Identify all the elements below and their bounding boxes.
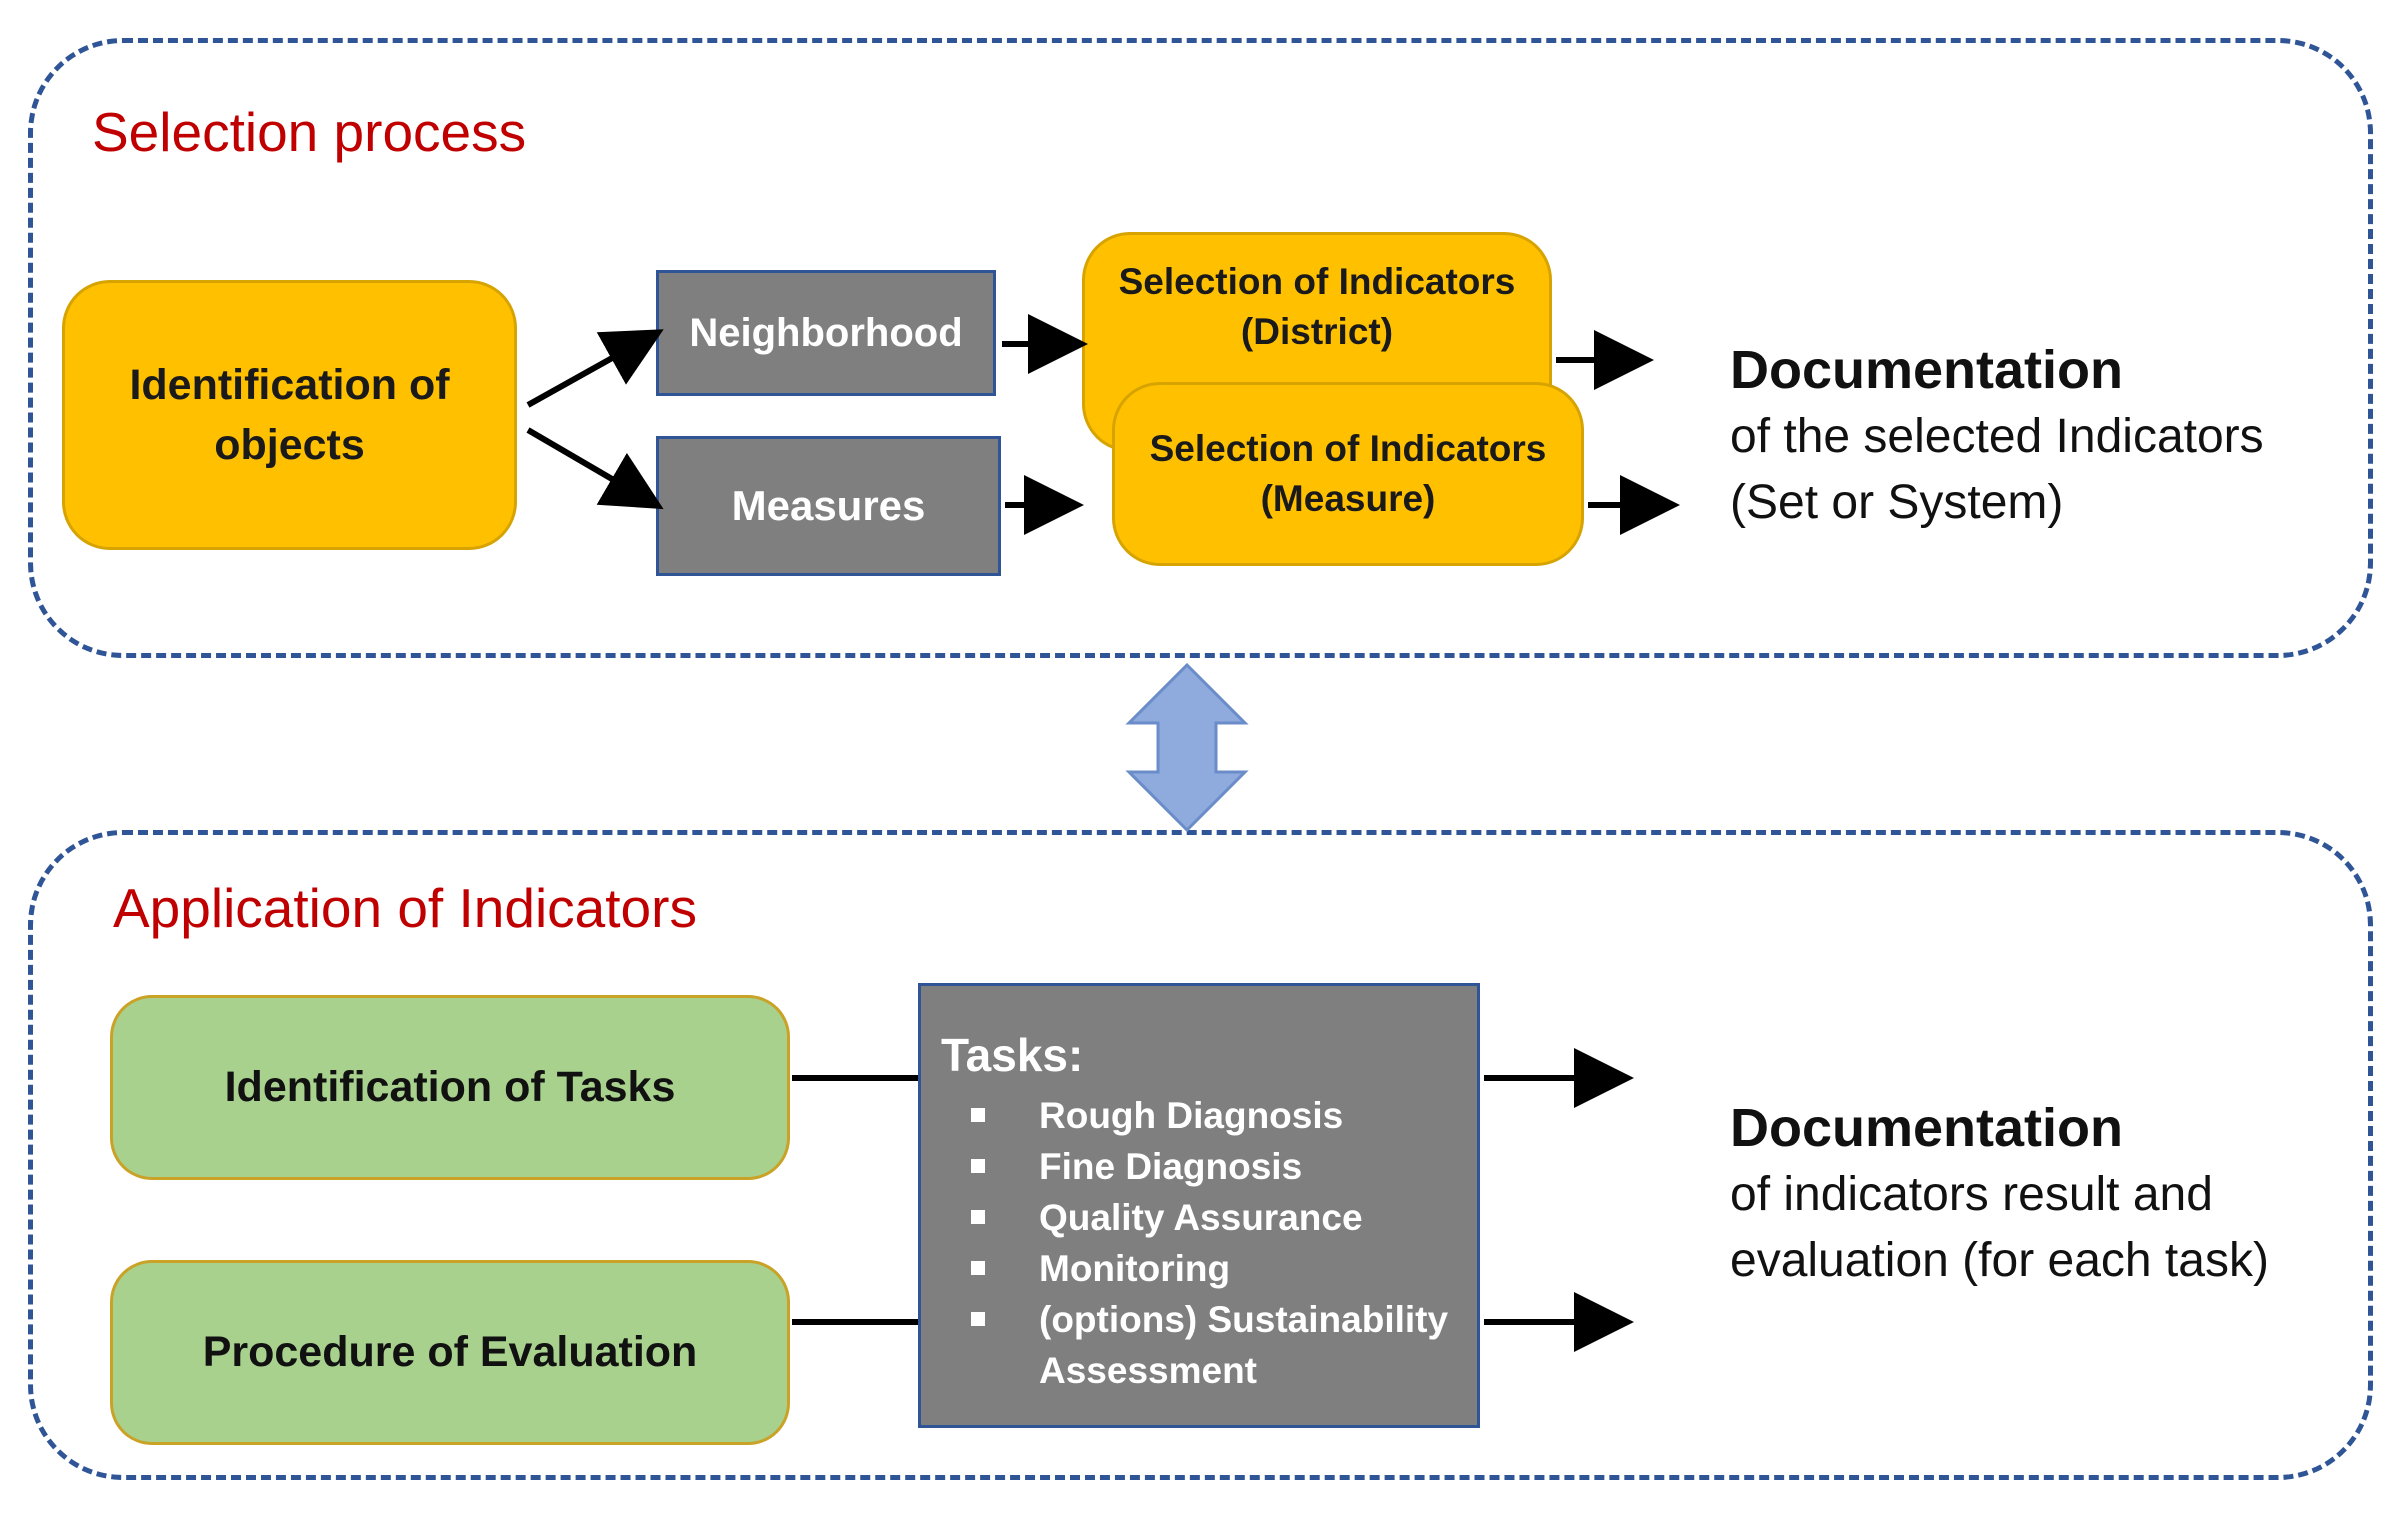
task-sustainability: (options) Sustainability: [1039, 1299, 1449, 1340]
neighborhood-box: Neighborhood: [656, 270, 996, 396]
list-item: Fine Diagnosis: [941, 1141, 1477, 1192]
task-fine-diagnosis: Fine Diagnosis: [1039, 1146, 1303, 1187]
application-documentation-heading: Documentation: [1730, 1098, 2124, 1158]
tasks-list: Rough Diagnosis Fine Diagnosis Quality A…: [941, 1090, 1477, 1396]
list-item: (options) Sustainability: [941, 1294, 1477, 1345]
tasks-box: Tasks: Rough Diagnosis Fine Diagnosis Qu…: [918, 983, 1480, 1428]
indicators-measure-box: Selection of Indicators (Measure): [1112, 382, 1584, 566]
task-rough-diagnosis: Rough Diagnosis: [1039, 1095, 1344, 1136]
application-title: Application of Indicators: [113, 877, 697, 939]
list-item-continuation: Assessment: [941, 1345, 1477, 1396]
indicators-measure-line-1: Selection of Indicators: [1149, 428, 1547, 469]
selection-process-panel: [28, 38, 2373, 658]
application-panel: [28, 830, 2373, 1480]
task-assessment: Assessment: [1039, 1350, 1258, 1391]
identification-of-objects-line-2: objects: [214, 421, 365, 469]
task-monitoring: Monitoring: [1039, 1248, 1231, 1289]
arrow-objects-to-measures: [526, 427, 664, 510]
list-item: Quality Assurance: [941, 1192, 1477, 1243]
bullet-icon: [971, 1210, 985, 1224]
selection-process-title: Selection process: [92, 101, 527, 163]
application-documentation-line-1: of indicators result and: [1730, 1168, 2213, 1221]
double-arrow-icon: [1125, 662, 1249, 833]
bullet-icon: [971, 1261, 985, 1275]
identification-of-tasks-box: Identification of Tasks: [110, 995, 790, 1180]
arrow-objects-to-neighborhood: [526, 329, 664, 408]
bullet-icon: [971, 1312, 985, 1326]
list-item: Rough Diagnosis: [941, 1090, 1477, 1141]
bullet-icon: [971, 1108, 985, 1122]
selection-documentation-heading: Documentation: [1730, 340, 2124, 400]
tasks-title: Tasks:: [941, 1029, 1084, 1081]
application-documentation: Documentation of indicators result and e…: [1730, 1094, 2269, 1294]
selection-documentation: Documentation of the selected Indicators…: [1730, 336, 2264, 536]
task-quality-assurance: Quality Assurance: [1039, 1197, 1363, 1238]
list-item: Monitoring: [941, 1243, 1477, 1294]
identification-of-objects-line-1: Identification of: [129, 361, 450, 409]
indicators-district-line-2: (District): [1240, 311, 1394, 352]
identification-of-objects-box: Identification of objects: [62, 280, 517, 550]
indicators-district-line-1: Selection of Indicators: [1118, 261, 1516, 302]
procedure-of-evaluation-box: Procedure of Evaluation: [110, 1260, 790, 1445]
selection-documentation-line-1: of the selected Indicators: [1730, 410, 2264, 463]
bullet-icon: [971, 1159, 985, 1173]
application-documentation-line-2: evaluation (for each task): [1730, 1234, 2269, 1287]
selection-documentation-line-2: (Set or System): [1730, 476, 2064, 529]
indicators-measure-line-2: (Measure): [1260, 478, 1436, 519]
